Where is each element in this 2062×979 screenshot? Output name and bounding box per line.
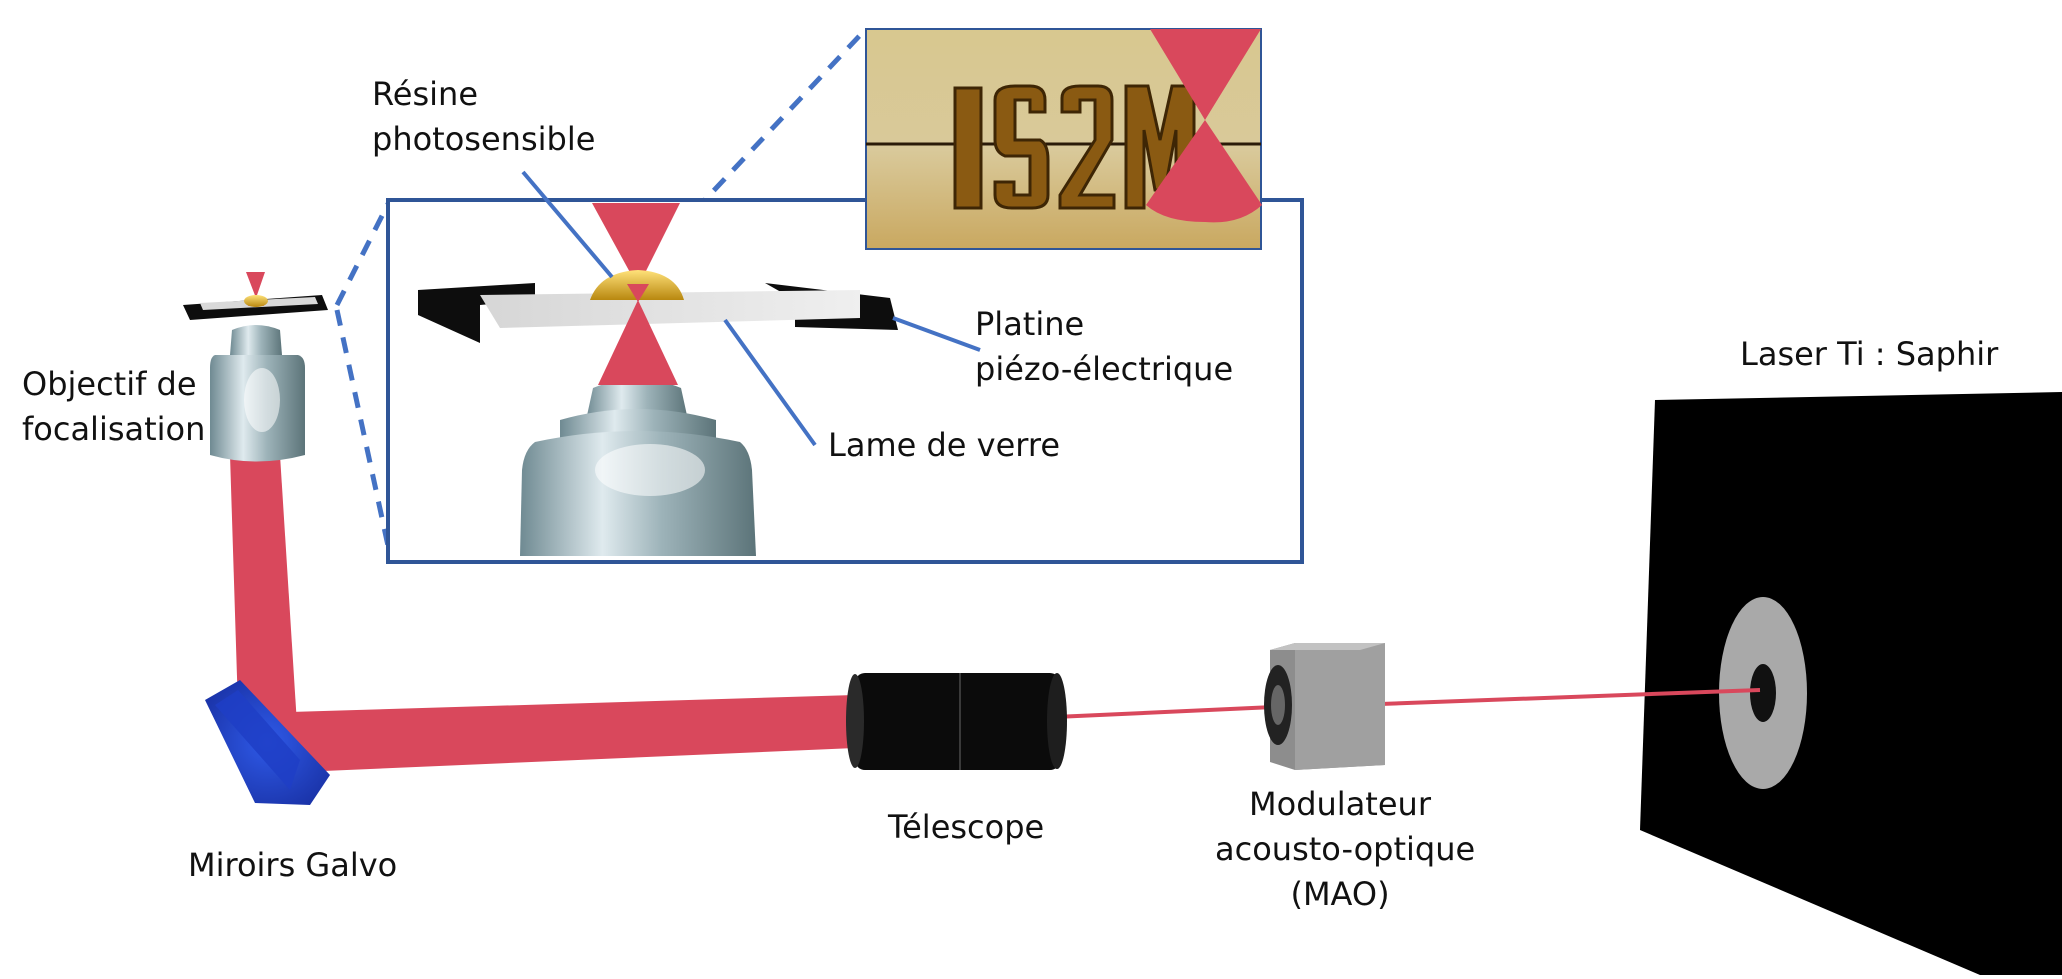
galvo-mirrors (205, 680, 330, 805)
laser-aperture-hole (1750, 664, 1776, 722)
label-mao: Modulateur acousto-optique (MAO) (1215, 782, 1476, 917)
label-platine-line2: piézo-électrique (975, 350, 1234, 388)
label-platine-line1: Platine (975, 305, 1085, 343)
label-resine: Résine photosensible (372, 72, 595, 162)
label-mao-line1: Modulateur (1249, 785, 1431, 823)
beam-mao-to-telescope (1054, 705, 1276, 719)
mao-cube (1264, 643, 1385, 770)
label-platine: Platine piézo-électrique (975, 302, 1233, 392)
label-miroirs-text: Miroirs Galvo (188, 846, 398, 884)
label-telescope-text: Télescope (888, 808, 1045, 846)
is2m-photo-inset (865, 28, 1262, 250)
beam-telescope-to-mirror (290, 695, 855, 772)
label-objectif-line2: focalisation (22, 410, 206, 448)
label-resine-line1: Résine (372, 75, 479, 113)
label-lame-text: Lame de verre (828, 426, 1060, 464)
telescope (846, 673, 1067, 770)
beam-cone-lower (598, 300, 678, 385)
beam-laser-to-mao (1379, 688, 1761, 706)
piezo-stage (418, 283, 898, 343)
label-telescope: Télescope (888, 805, 1044, 850)
label-mao-line3: (MAO) (1290, 875, 1390, 913)
label-objectif: Objectif de focalisation (22, 362, 205, 452)
leader-lines (521, 170, 981, 447)
laser-ti-saphir (1640, 392, 2062, 975)
label-lame: Lame de verre (828, 423, 1060, 468)
objective-large (520, 379, 756, 556)
label-laser: Laser Ti : Saphir (1740, 332, 1998, 377)
inset-beam-lower (1146, 120, 1262, 223)
beam-cone-upper (592, 203, 680, 287)
label-resine-line2: photosensible (372, 120, 596, 158)
label-mao-line2: acousto-optique (1215, 830, 1476, 868)
label-miroirs: Miroirs Galvo (188, 843, 397, 888)
label-laser-text: Laser Ti : Saphir (1740, 335, 1999, 373)
laser-box (1640, 392, 2062, 975)
inset-beam-upper (1150, 29, 1261, 120)
objective-small (183, 272, 328, 462)
label-objectif-line1: Objectif de (22, 365, 197, 403)
